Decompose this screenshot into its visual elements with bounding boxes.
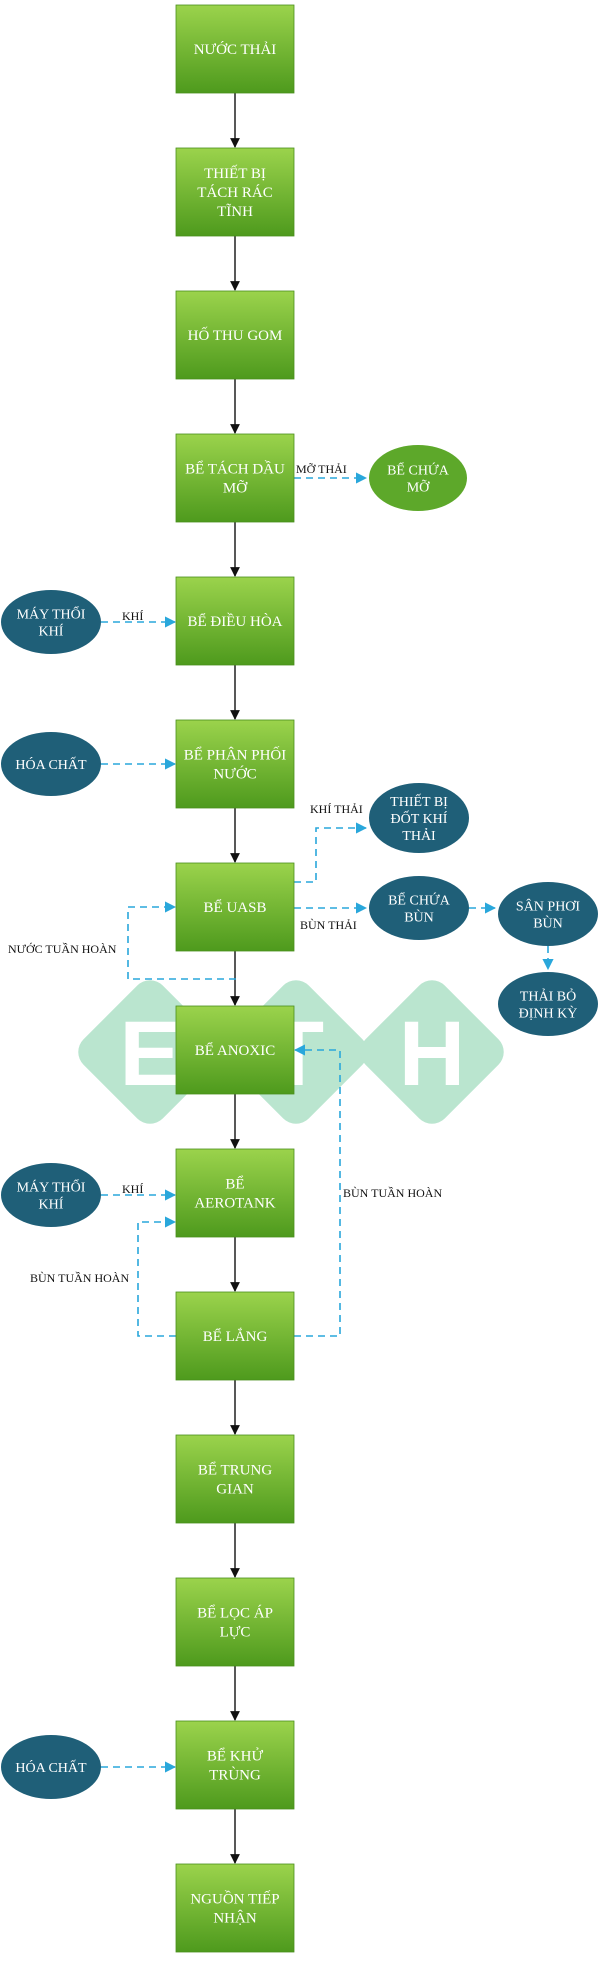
ellipse-label-line: MÁY THỔI [17,1178,86,1196]
label-nuoc-tuan-hoan: NƯỚC TUẦN HOÀN [8,941,117,956]
ellipse-label-line: MÁY THỔI [17,605,86,623]
ellipse-hoa-chat-1: HÓA CHẤT [1,732,101,796]
ellipse-label-line: BỂ CHỨA [388,892,451,909]
ellipse-label-line: THẢI BỎ [520,988,576,1005]
box-be-tach-dau-mo: BỂ TÁCH DẦU MỠ [175,433,295,523]
ellipse-label-line: ĐỐT KHÍ [391,809,448,827]
label-bun-tuan-hoan-left: BÙN TUẦN HOÀN [30,1270,129,1285]
box-label-line: NƯỚC [213,766,256,783]
label-khi-thai: KHÍ THẢI [310,802,363,816]
arrow-nuoc-tuan-hoan [127,901,236,980]
label-bun-thai: BÙN THẢI [300,918,357,932]
label-khi-1: KHÍ [122,609,143,623]
box-label-line: NHẬN [213,1910,256,1927]
watermark-letter: E [119,1003,180,1105]
box-label-line: BỂ [225,1175,244,1193]
box-thiet-bi-tach-rac-tinh: THIẾT BỊ TÁCH RÁC TĨNH [175,147,295,237]
box-label-line: TÁCH RÁC [197,184,272,201]
box-be-trung-gian: BỂ TRUNG GIAN [175,1434,295,1524]
ellipse-label-line: HÓA CHẤT [15,1759,87,1776]
box-be-phan-phoi-nuoc: BỂ PHÂN PHỐI NƯỚC [175,719,295,809]
box-be-khu-trung: BỂ KHỬ TRÙNG [175,1720,295,1810]
arrow-khi-thai [294,822,368,883]
box-label-line: TRÙNG [209,1767,261,1784]
box-label-line: BỂ PHÂN PHỐI [184,746,287,764]
ellipse-label-line: KHÍ [39,1196,64,1213]
box-nuoc-thai: NƯỚC THẢI [175,4,295,94]
box-be-dieu-hoa: BỂ ĐIỀU HÒA [175,576,295,666]
process-boxes: NƯỚC THẢI THIẾT BỊ TÁCH RÁC TĨNH HỐ THU GOM B… [175,4,295,1953]
watermark-letter: H [399,1003,465,1105]
ellipse-label-line: KHÍ [39,623,64,640]
box-label-line: MỠ [223,480,248,497]
ellipse-hoa-chat-2: HÓA CHẤT [1,1735,101,1799]
box-be-anoxic: BỂ ANOXIC [175,1005,295,1095]
ellipse-label-line: BÙN [533,915,563,932]
box-label-line: THIẾT BỊ [204,165,266,182]
ellipse-label-line: BỂ CHỨA [387,462,450,479]
box-label-line: TĨNH [217,204,253,220]
ellipse-label-line: MỠ [407,479,430,496]
box-be-aerotank: BỂ AEROTANK [175,1148,295,1238]
ellipse-label-line: HÓA CHẤT [15,756,87,773]
box-label-line: NƯỚC THẢI [194,41,277,58]
box-label-line: BỂ KHỬ [207,1747,264,1765]
connectors [101,93,554,1864]
box-label-line: NGUỒN TIẾP [190,1890,279,1908]
label-bun-tuan-hoan-right: BÙN TUẦN HOÀN [343,1185,442,1200]
box-nguon-tiep-nhan: NGUỒN TIẾP NHẬN [175,1863,295,1953]
box-be-lang: BỂ LẮNG [175,1291,295,1381]
ellipse-label-line: THIẾT BỊ [390,793,448,810]
box-label-line: BỂ UASB [204,898,267,916]
box-label-line: AEROTANK [194,1196,275,1212]
box-label-line: GIAN [216,1482,254,1498]
ellipse-label-line: SÂN PHƠI [516,898,581,915]
box-label-line: BỂ ĐIỀU HÒA [188,612,283,630]
ellipse-label-line: ĐỊNH KỲ [519,1005,578,1022]
connector-labels: MỠ THẢI KHÍ KHÍ THẢI BÙN THẢI NƯỚC TUẦN HOÀN… [8,462,442,1285]
box-label-line: HỐ THU GOM [188,326,283,344]
box-label-line: BỂ LẮNG [203,1327,268,1345]
box-label-line: BỂ TRUNG [198,1461,272,1479]
watermark-tile-h: H [360,980,504,1124]
box-be-loc-ap-luc: BỂ LỌC ÁP LỰC [175,1577,295,1667]
box-label-line: BỂ LỌC ÁP [197,1604,273,1622]
box-ho-thu-gom: HỐ THU GOM [175,290,295,380]
box-label-line: LỰC [220,1625,251,1641]
arrow-bun-tuan-hoan-left [137,1216,177,1337]
label-khi-2: KHÍ [122,1182,143,1196]
box-be-uasb: BỂ UASB [175,862,295,952]
label-mo-thai: MỠ THẢI [296,462,347,476]
box-label-line: BỂ TÁCH DẦU [185,460,285,478]
ellipse-label-line: BÙN [404,909,434,926]
arrow-bun-tuan-hoan-right [293,1044,341,1337]
box-label-line: BỂ ANOXIC [195,1041,275,1059]
ellipse-label-line: THẢI [402,827,436,844]
